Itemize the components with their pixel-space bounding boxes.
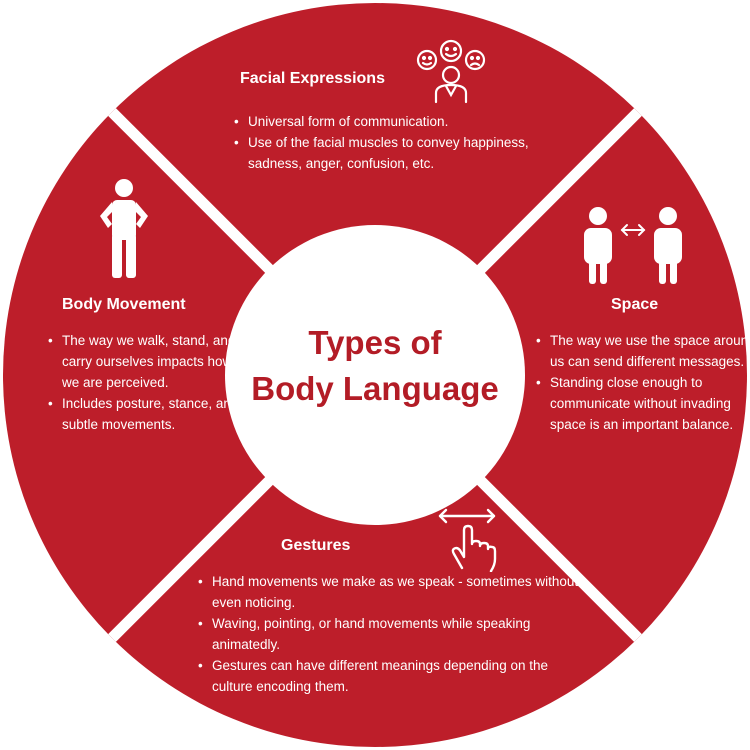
standing-person-icon (100, 179, 148, 278)
facial-expressions-points: Universal form of communication. Use of … (232, 111, 538, 174)
facial-expressions-title: Facial Expressions (240, 70, 385, 87)
center-circle (225, 225, 525, 525)
list-item: Gestures can have different meanings dep… (198, 655, 582, 697)
space-points: The way we use the space around us can s… (534, 330, 750, 435)
list-item: Use of the facial muscles to convey happ… (234, 132, 538, 174)
space-title: Space (611, 296, 659, 313)
list-item: Hand movements we make as we speak - som… (198, 571, 582, 613)
body-movement-points: The way we walk, stand, and carry oursel… (46, 330, 252, 435)
list-item: Includes posture, stance, and subtle mov… (48, 393, 252, 435)
list-item: The way we use the space around us can s… (536, 330, 750, 372)
gestures-title: Gestures (281, 537, 351, 554)
faces-icon (416, 39, 486, 104)
list-item: Universal form of communication. (234, 111, 538, 132)
gestures-points: Hand movements we make as we speak - som… (196, 571, 582, 697)
list-item: Waving, pointing, or hand movements whil… (198, 613, 582, 655)
list-item: The way we walk, stand, and carry oursel… (48, 330, 252, 393)
diagram-title: Types of Body Language (230, 320, 520, 412)
list-item: Standing close enough to communicate wit… (536, 372, 750, 435)
body-movement-title: Body Movement (62, 296, 186, 313)
personal-space-icon (584, 207, 682, 284)
swipe-hand-icon (438, 508, 497, 572)
title-line-2: Body Language (251, 370, 499, 407)
title-line-1: Types of (308, 324, 442, 361)
